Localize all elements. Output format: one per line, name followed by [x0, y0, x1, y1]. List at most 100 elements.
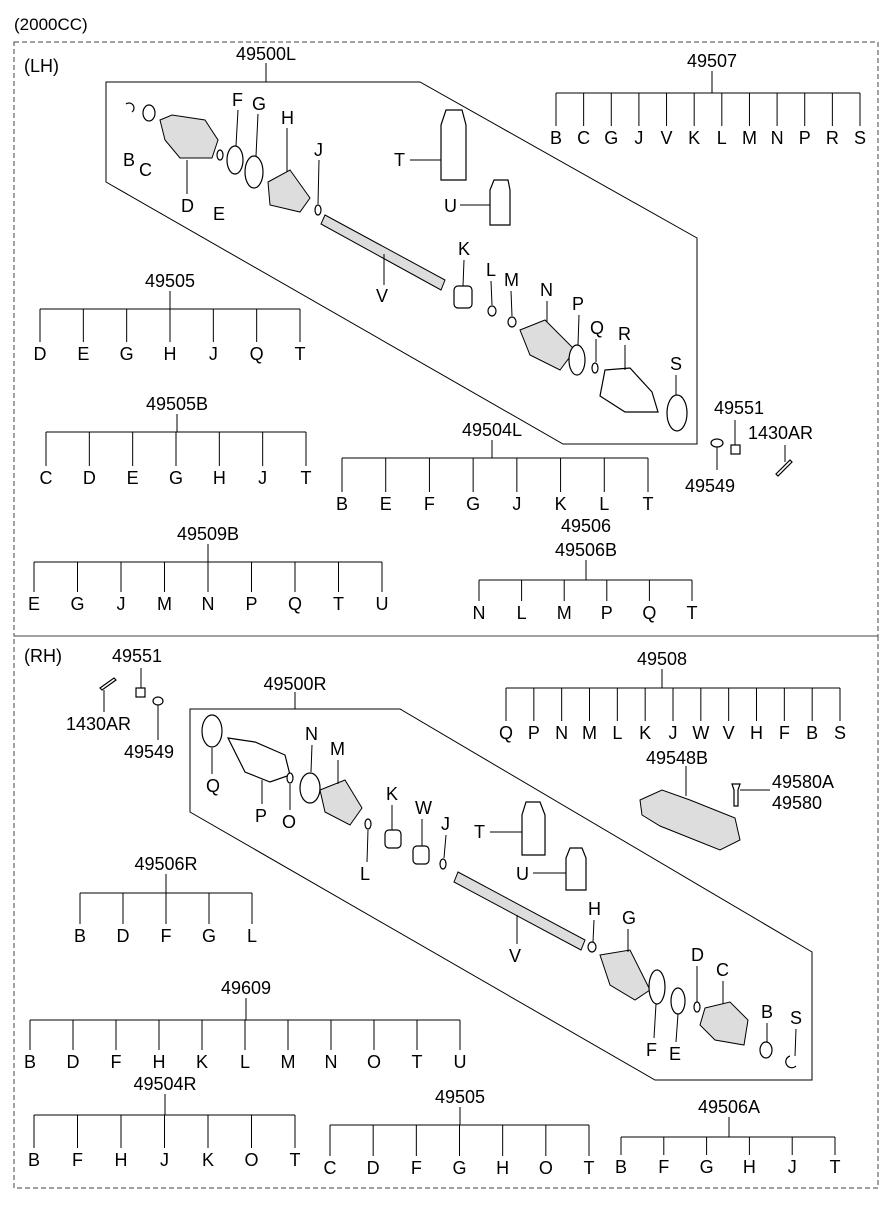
t49505b-letter-1: D: [83, 468, 96, 488]
t49509b-letter-4: N: [202, 594, 215, 614]
rh-assembly: 49500R 1430AR 49551 49549 Q: [66, 646, 834, 1081]
lh-callout-l: L: [486, 260, 496, 280]
t49509b-letter-3: M: [157, 594, 172, 614]
t49609-code: 49609: [221, 978, 271, 998]
t49507-letter-8: N: [771, 128, 784, 148]
rh-leader-l: [366, 829, 369, 863]
lh-grease-t-icon: [440, 109, 467, 181]
lh-grease-u-icon: [489, 179, 511, 226]
lh-leader-j: [317, 159, 320, 205]
rh-leader-j: [443, 834, 447, 859]
rh-inner-joint-p-icon: [226, 737, 291, 783]
rh-49549-label: 49549: [124, 742, 174, 762]
rh-callout-p: P: [255, 806, 267, 826]
rh-callout-o: O: [282, 812, 296, 832]
t49509b-letter-7: T: [333, 594, 344, 614]
rh-49580a-label: 49580A: [772, 772, 834, 792]
lh-callout-n: N: [540, 280, 553, 300]
t49609-letter-2: F: [111, 1052, 122, 1072]
t49505b-letter-0: C: [40, 468, 53, 488]
rh-leader-e: [675, 1013, 679, 1043]
t49506-code2: 49506B: [555, 540, 617, 560]
t49504r-letter-4: K: [202, 1150, 214, 1170]
rh-snap-ring-s-icon: [785, 1055, 797, 1069]
t49505a-letter-3: H: [164, 344, 177, 364]
t49505c-letter-0: C: [324, 1158, 337, 1178]
lh-callout-m: M: [504, 270, 519, 290]
rh-leader-f: [653, 1003, 657, 1039]
t49504l-letter-5: K: [555, 494, 567, 514]
rh-callout-n: N: [305, 724, 318, 744]
lh-callout-j: J: [314, 140, 323, 160]
lh-assembly-outline: [105, 81, 698, 445]
rh-heat-shield-49548b-icon: [639, 789, 741, 851]
rh-callout-e: E: [669, 1044, 681, 1064]
t49509b-letter-1: G: [70, 594, 84, 614]
lh-nut-49551-icon: [730, 444, 741, 455]
t49507-letter-9: P: [799, 128, 811, 148]
t49504l-letter-1: E: [380, 494, 392, 514]
lh-callout-g: G: [252, 94, 266, 114]
t49505c-letter-2: F: [411, 1158, 422, 1178]
t49609-letter-8: O: [367, 1052, 381, 1072]
t49504r-letter-5: O: [244, 1150, 258, 1170]
lh-leader-f: [235, 109, 239, 147]
rh-band-f-icon: [648, 969, 666, 1005]
rh-callout-u: U: [516, 864, 529, 884]
t49507-code: 49507: [687, 51, 737, 71]
t49509b-letter-6: Q: [288, 594, 302, 614]
lh-assembly: 49500L B C D E F G H J T: [105, 44, 813, 496]
t49505c-letter-3: G: [452, 1158, 466, 1178]
rh-section-label: (RH): [24, 646, 62, 666]
t49508-letter-12: S: [834, 723, 846, 743]
rh-grease-t-icon: [521, 801, 546, 856]
lh-callout-d: D: [181, 196, 194, 216]
t49505c-letter-4: H: [496, 1158, 509, 1178]
t49505b-letter-3: G: [169, 468, 183, 488]
t49508-letter-8: V: [723, 723, 735, 743]
rh-callout-b: B: [761, 1002, 773, 1022]
t49504r-letter-0: B: [28, 1150, 40, 1170]
t49506r-letter-4: L: [247, 926, 257, 946]
t49504r-letter-3: J: [160, 1150, 169, 1170]
rh-clip-l-icon: [364, 818, 372, 830]
t49508-code: 49508: [637, 649, 687, 669]
t49506a-letter-4: J: [788, 1157, 797, 1177]
lh-band-p-icon: [568, 344, 586, 376]
t49505b-letter-2: E: [127, 468, 139, 488]
t49506a-letter-5: T: [830, 1157, 841, 1177]
t49506a-letter-1: F: [658, 1157, 669, 1177]
lh-leader-g: [255, 113, 259, 157]
t49609-letter-3: H: [153, 1052, 166, 1072]
lh-callout-p: P: [572, 294, 584, 314]
lh-band-f-icon: [226, 145, 244, 175]
t49505a-letter-2: G: [120, 344, 134, 364]
rh-nut-49551-icon: [135, 687, 146, 698]
rh-ring-b-icon: [759, 1041, 773, 1059]
t49508-letter-10: F: [779, 723, 790, 743]
t49506-letter-1: L: [517, 603, 527, 623]
t49507-letter-4: V: [661, 128, 673, 148]
t49504l-letter-0: B: [336, 494, 348, 514]
t49506r-letter-2: F: [161, 926, 172, 946]
rh-band-e-icon: [670, 987, 686, 1015]
t49505c-letter-6: T: [584, 1158, 595, 1178]
rh-leader-h: [592, 919, 595, 943]
t49507-letter-3: J: [634, 128, 643, 148]
lh-clip-j-icon: [314, 204, 322, 216]
lh-clip-e-icon: [216, 149, 224, 161]
rh-callout-g: G: [622, 908, 636, 928]
rh-boot-m-icon: [319, 779, 363, 826]
lh-clip-m-icon: [507, 316, 517, 328]
rh-tone-ring-q-icon: [201, 714, 223, 748]
rh-frame: [13, 635, 879, 1189]
rh-bolt-49580-icon: [731, 783, 741, 807]
t49504r-letter-2: H: [115, 1150, 128, 1170]
t49504r-letter-6: T: [290, 1150, 301, 1170]
rh-callout-t: T: [474, 822, 485, 842]
rh-callout-c: C: [716, 960, 729, 980]
t49508-letter-9: H: [750, 723, 763, 743]
engine-label: (2000CC): [14, 15, 88, 34]
t49506r-letter-1: D: [117, 926, 130, 946]
